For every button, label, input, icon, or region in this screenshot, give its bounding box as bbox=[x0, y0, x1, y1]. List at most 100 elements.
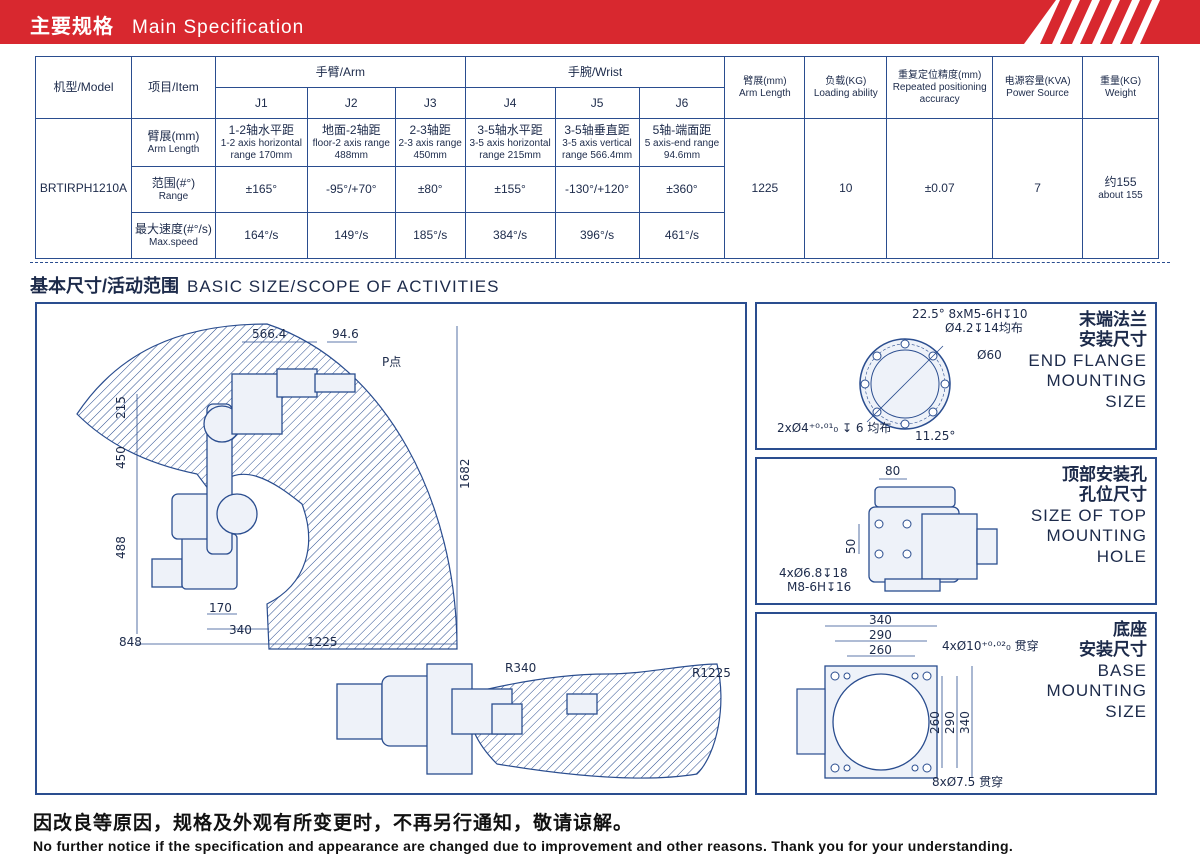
arm-length-value: 1225 bbox=[724, 118, 806, 259]
base-dim-290-v: 290 bbox=[943, 711, 957, 734]
joint-j5-header: J5 bbox=[554, 87, 640, 119]
dim-170: 170 bbox=[209, 601, 232, 615]
cell-en: 3-5 axis vertical bbox=[562, 137, 632, 149]
cell-en: floor-2 axis range bbox=[312, 137, 390, 149]
cell-en2: range 170mm bbox=[230, 149, 293, 161]
footer-notice-zh: 因改良等原因，规格及外观有所变更时，不再另行通知，敬请谅解。 bbox=[33, 813, 634, 834]
repeat-header-en1: Repeated positioning bbox=[892, 81, 987, 93]
top-holes bbox=[874, 519, 912, 559]
loading-header-en: Loading ability bbox=[813, 87, 878, 99]
model-cell: BRTIRPH1210A bbox=[35, 118, 132, 259]
weight-header: 重量(KG) Weight bbox=[1082, 56, 1159, 119]
joint-j3-header: J3 bbox=[394, 87, 466, 119]
joint-j1-header: J1 bbox=[214, 87, 308, 119]
speed-j4: 384°/s bbox=[464, 212, 556, 259]
dim-566-4: 566.4 bbox=[252, 327, 286, 341]
speed-j6: 461°/s bbox=[638, 212, 726, 259]
power-header-en: Power Source bbox=[1006, 87, 1069, 99]
speed-j1: 164°/s bbox=[214, 212, 308, 259]
side-dimension-lines bbox=[136, 326, 458, 649]
base-mounting-label: 底座 安装尺寸 BASE MOUNTING SIZE bbox=[1046, 620, 1147, 722]
title-en: Main Specification bbox=[132, 17, 305, 38]
row-label-zh: 范围(#°) bbox=[151, 176, 196, 191]
power-value: 7 bbox=[992, 118, 1084, 259]
dim-p-point: P点 bbox=[382, 355, 401, 369]
loading-header: 负载(KG) Loading ability bbox=[804, 56, 888, 119]
top-dim-80: 80 bbox=[885, 464, 900, 478]
base-dim-260-v: 260 bbox=[928, 711, 942, 734]
cell-en2: 450mm bbox=[413, 149, 447, 161]
footer-notice-en: No further notice if the specification a… bbox=[33, 838, 1014, 854]
base-dim-lines bbox=[825, 625, 973, 778]
wrist-group-header: 手腕/Wrist bbox=[464, 56, 726, 88]
title-zh: 主要规格 bbox=[30, 16, 114, 38]
joint-j6-header: J6 bbox=[638, 87, 726, 119]
speed-row-label: 最大速度(#°/s) Max.speed bbox=[130, 212, 216, 259]
range-j5: -130°/+120° bbox=[554, 166, 640, 213]
flange-inner-circle bbox=[870, 349, 940, 419]
base-label-en3: SIZE bbox=[1105, 701, 1147, 721]
repeat-header-zh: 重复定位精度(mm) bbox=[898, 69, 982, 81]
flange-label: 末端法兰 安装尺寸 END FLANGE MOUNTING SIZE bbox=[1028, 310, 1147, 412]
arm-length-row-label: 臂展(mm) Arm Length bbox=[130, 118, 216, 167]
joint-j2-header: J2 bbox=[306, 87, 396, 119]
flange-label-zh2: 安装尺寸 bbox=[1079, 330, 1147, 350]
arm-group-header: 手臂/Arm bbox=[214, 56, 466, 88]
loading-value: 10 bbox=[804, 118, 888, 259]
flange-drawing: 22.5° 8xM5-6H↧10 Ø4.2↧14均布 Ø60 2xØ4⁺⁰·⁰¹… bbox=[777, 307, 1028, 443]
top-callout-1: 4xØ6.8↧18 bbox=[779, 566, 848, 580]
base-dim-260-h: 260 bbox=[869, 643, 892, 657]
base-dim-340-v: 340 bbox=[958, 711, 972, 734]
joint-j4-header: J4 bbox=[464, 87, 556, 119]
flange-label-zh1: 末端法兰 bbox=[1079, 310, 1147, 329]
arm-length-header: 臂展(mm) Arm Length bbox=[724, 56, 806, 119]
flange-panel: 22.5° 8xM5-6H↧10 Ø4.2↧14均布 Ø60 2xØ4⁺⁰·⁰¹… bbox=[755, 302, 1157, 450]
range-j2: -95°/+70° bbox=[306, 166, 396, 213]
section-divider bbox=[30, 262, 1170, 263]
base-label-zh2: 安装尺寸 bbox=[1079, 640, 1147, 660]
cell-zh: 3-5轴垂直距 bbox=[564, 123, 630, 138]
cell-en2: range 566.4mm bbox=[562, 149, 633, 161]
cell-en: 3-5 axis horizontal bbox=[469, 137, 551, 149]
base-side-block bbox=[796, 688, 826, 755]
cell-en: 2-3 axis range bbox=[398, 137, 462, 149]
flange-callout-2: Ø4.2↧14均布 bbox=[945, 321, 1023, 335]
range-j4: ±155° bbox=[464, 166, 556, 213]
cell-zh: 地面-2轴距 bbox=[321, 123, 381, 138]
item-header: 项目/Item bbox=[130, 56, 216, 119]
range-j6: ±360° bbox=[638, 166, 726, 213]
dim-340: 340 bbox=[229, 623, 252, 637]
header-bar bbox=[0, 0, 1200, 44]
cell-en2: 94.6mm bbox=[663, 149, 701, 161]
range-row-label: 范围(#°) Range bbox=[130, 166, 216, 213]
top-label-zh2: 孔位尺寸 bbox=[1079, 485, 1147, 505]
flange-callout-1: 22.5° 8xM5-6H↧10 bbox=[912, 307, 1028, 321]
cell-zh: 2-3轴距 bbox=[409, 123, 451, 138]
flange-label-en3: SIZE bbox=[1105, 391, 1147, 411]
base-callout-2: 8xØ7.5 贯穿 bbox=[932, 774, 1003, 789]
top-mounting-label: 顶部安装孔 孔位尺寸 SIZE OF TOP MOUNTING HOLE bbox=[1031, 465, 1147, 567]
base-dim-290-h: 290 bbox=[869, 628, 892, 642]
base-mounting-panel: 340 290 260 260 290 340 4xØ10⁺⁰·⁰²₀ 贯穿 8… bbox=[755, 612, 1157, 795]
dim-1682: 1682 bbox=[458, 458, 472, 489]
base-center-circle bbox=[832, 673, 930, 771]
power-header-zh: 电源容量(KVA) bbox=[1004, 75, 1071, 87]
base-label-en1: BASE bbox=[1097, 660, 1147, 680]
spec-table: 机型/Model 项目/Item 手臂/Arm 手腕/Wrist 臂展(mm) … bbox=[35, 56, 1159, 259]
cell-en2: range 215mm bbox=[479, 149, 541, 161]
base-mounting-drawing: 340 290 260 260 290 340 4xØ10⁺⁰·⁰²₀ 贯穿 8… bbox=[796, 613, 1039, 789]
top-label-zh1: 顶部安装孔 bbox=[1062, 465, 1147, 484]
cell-zh: 1-2轴水平距 bbox=[228, 123, 295, 138]
base-holes bbox=[830, 671, 932, 773]
top-mounting-drawing: 80 50 4xØ6.8↧18 M8-6H↧16 bbox=[779, 464, 998, 594]
top-callout-2: M8-6H↧16 bbox=[787, 580, 851, 594]
row-label-en: Max.speed bbox=[148, 236, 198, 248]
dim-215: 215 bbox=[114, 396, 128, 419]
flange-callout-4: 2xØ4⁺⁰·⁰¹₀ ↧ 6 均布 bbox=[777, 421, 891, 435]
base-dim-340-h: 340 bbox=[869, 614, 892, 627]
main-drawing-panel: 566.4 94.6 P点 215 450 488 1682 170 340 8… bbox=[35, 302, 747, 795]
cell-zh: 3-5轴水平距 bbox=[477, 123, 543, 138]
